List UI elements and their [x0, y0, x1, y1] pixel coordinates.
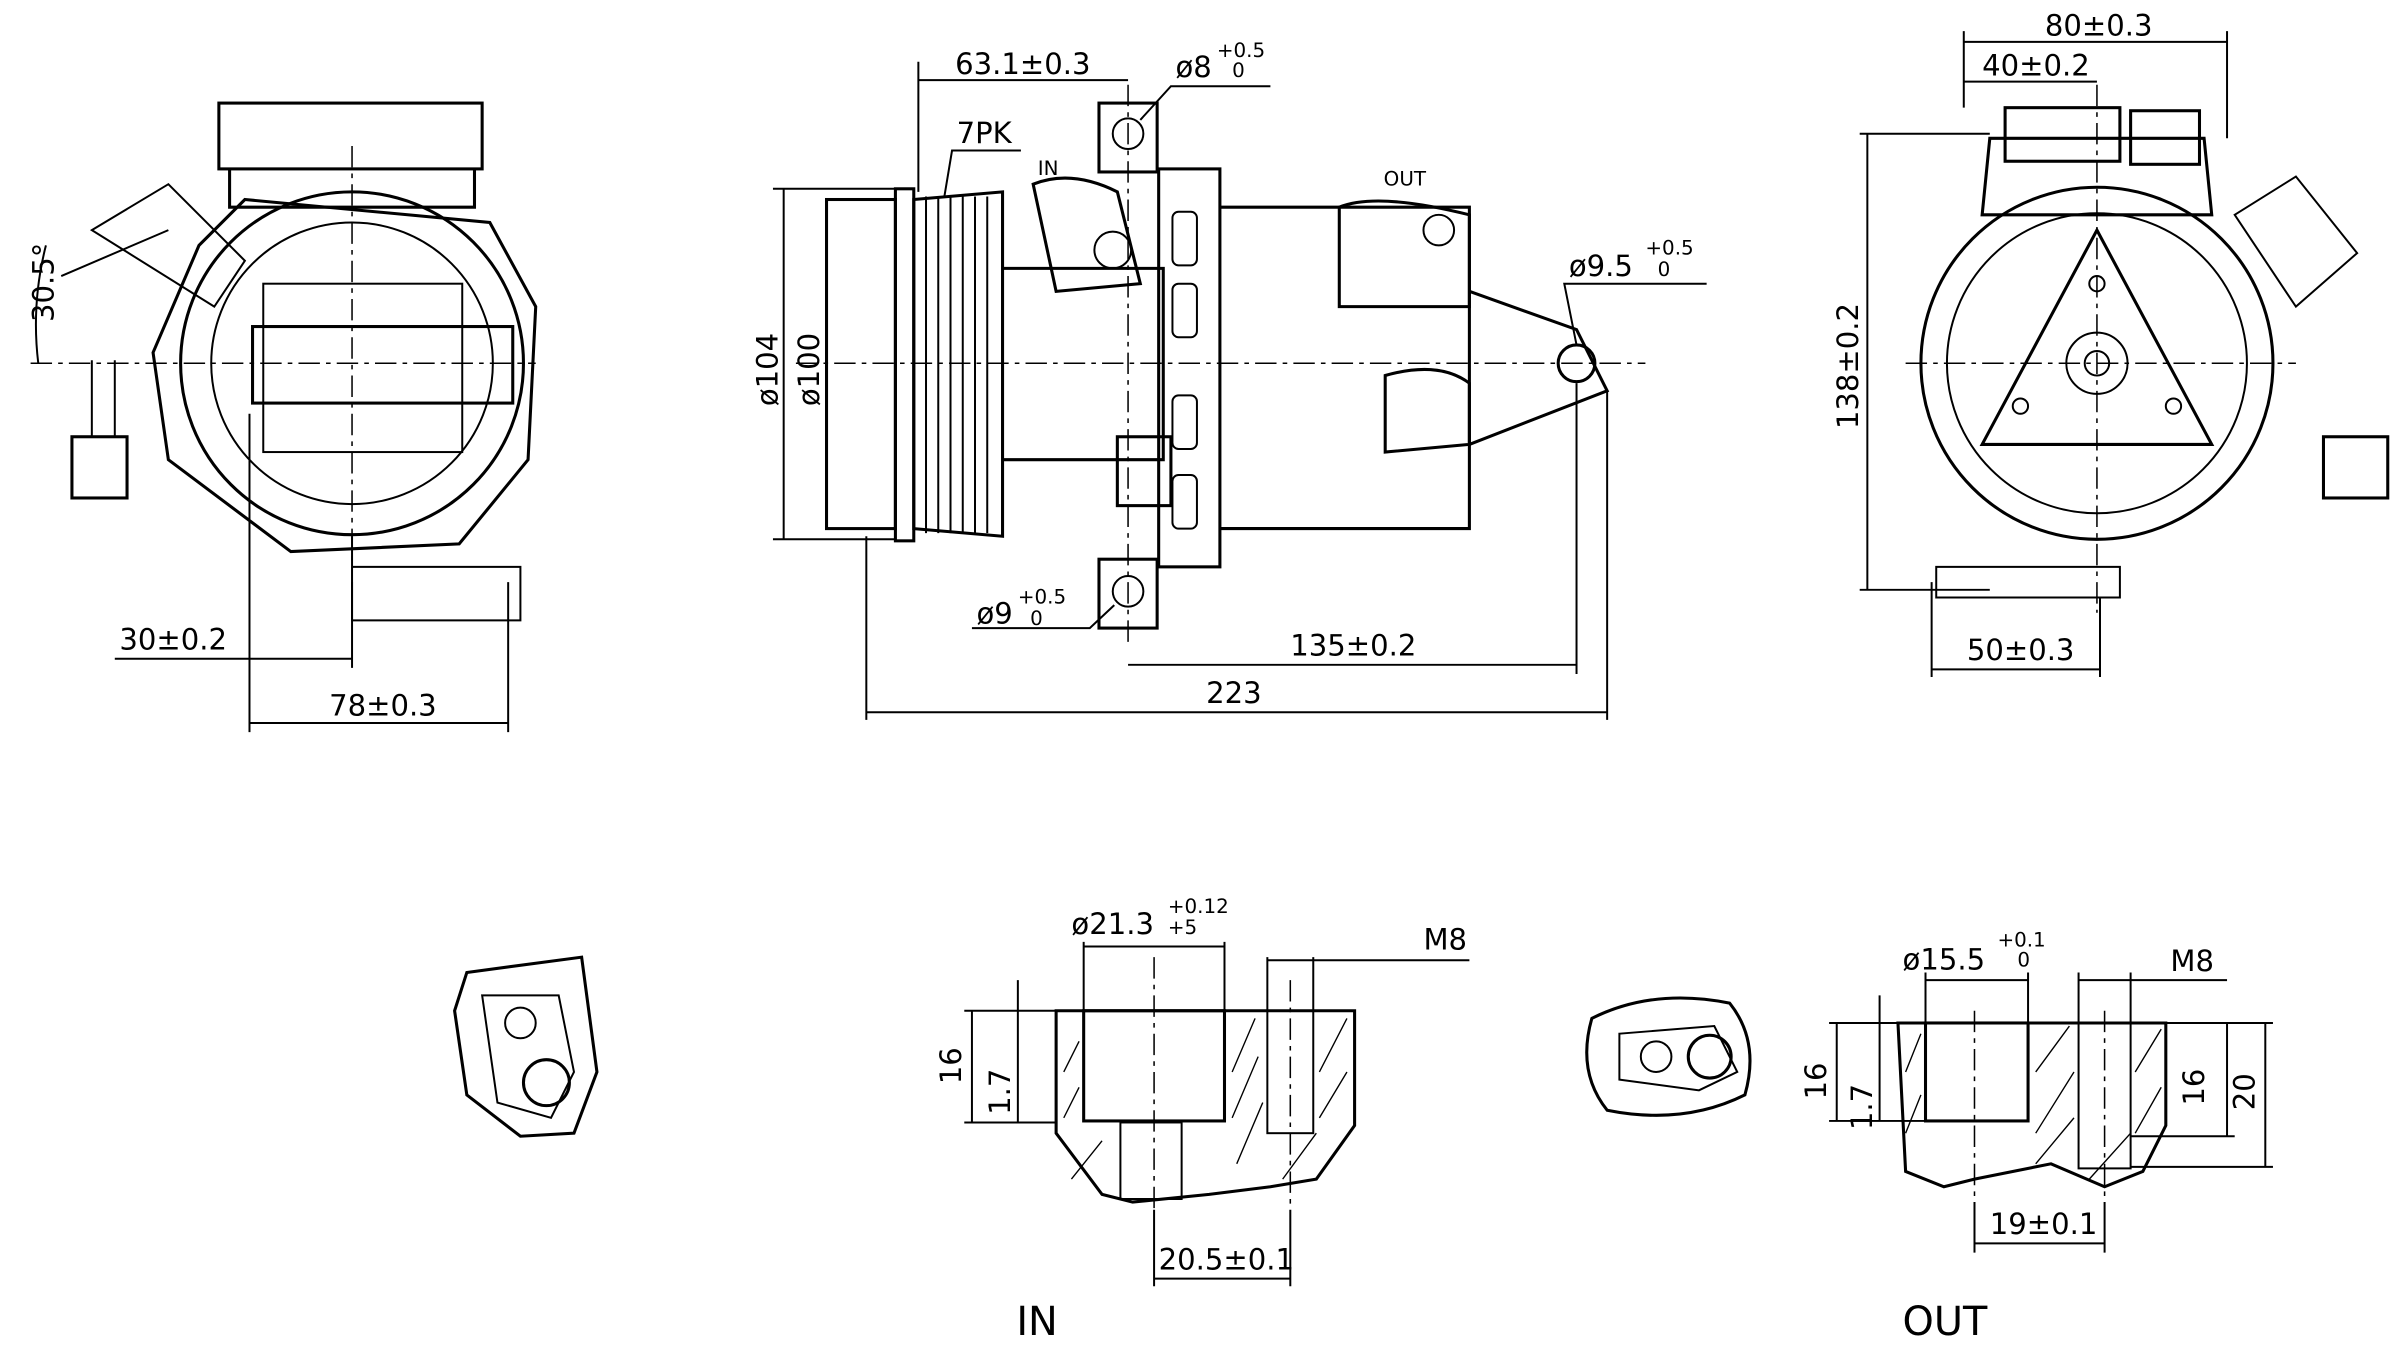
hole-bottom-tol-lower: 0: [1030, 607, 1043, 630]
hole-bottom-tol-upper: +0.5: [1018, 586, 1066, 609]
hole-right-tol-lower: 0: [1658, 258, 1671, 281]
out-title: OUT: [1903, 1299, 1988, 1345]
in-bore-tol-lower: +5: [1168, 916, 1197, 939]
in-title: IN: [1016, 1299, 1058, 1345]
dim-50: 50±0.3: [1967, 633, 2075, 667]
out-bore-tol-upper: +0.1: [1997, 928, 2045, 951]
out-bore-dia: ø15.5: [1903, 942, 1986, 976]
out-bore-tol-lower: 0: [2017, 948, 2030, 971]
dim-138: 138±0.2: [1831, 303, 1865, 429]
in-chamfer: 1.7: [983, 1069, 1017, 1115]
angle-label: 30.5°: [27, 243, 61, 322]
in-bore-tol-upper: +0.12: [1168, 895, 1229, 918]
dim-135: 135±0.2: [1290, 629, 1416, 663]
hole-right-dia: ø9.5: [1569, 249, 1633, 283]
out-port-detail: ø15.5 +0.1 0 M8 16 1.7 16 20 19±0.1 OUT: [1585, 928, 2273, 1345]
hole-bottom-dia: ø9: [977, 596, 1013, 630]
out-thread-depth: 16: [2177, 1069, 2211, 1106]
hole-top-tol-lower: 0: [1232, 59, 1245, 82]
rear-view: 80±0.3 40±0.2 138±0.2 50±0.3: [1831, 9, 2390, 678]
dia-104: ø104: [751, 333, 785, 406]
dim-40: 40±0.2: [1982, 49, 2090, 83]
in-port-detail: ø21.3 +0.12 +5 M8 16 1.7 20.5±0.1 IN: [453, 895, 1470, 1345]
dim-30: 30±0.2: [119, 623, 227, 657]
in-label: IN: [1038, 157, 1059, 180]
dim-80: 80±0.3: [2045, 9, 2153, 43]
hole-top-tol-upper: +0.5: [1217, 39, 1265, 62]
in-bore-dia: ø21.3: [1071, 907, 1154, 941]
out-chamfer: 1.7: [1845, 1084, 1879, 1130]
out-boss: 20: [2228, 1073, 2262, 1110]
hole-top-dia: ø8: [1176, 50, 1212, 84]
front-view: 63.1±0.3 ø8 +0.5 0 7PK IN OUT ø9.5 +0.5 …: [751, 39, 1707, 720]
in-spacing: 20.5±0.1: [1159, 1242, 1294, 1276]
hole-right-tol-upper: +0.5: [1645, 237, 1693, 260]
dim-78: 78±0.3: [329, 688, 437, 722]
out-depth: 16: [1799, 1062, 1833, 1099]
out-thread: M8: [2170, 944, 2214, 978]
dim-63: 63.1±0.3: [955, 47, 1090, 81]
belt-label: 7PK: [957, 116, 1013, 150]
dia-100: ø100: [792, 333, 826, 406]
in-thread: M8: [1423, 923, 1467, 957]
left-side-view: 30.5° 30±0.2 78±0.3: [27, 101, 538, 733]
out-spacing: 19±0.1: [1990, 1207, 2098, 1241]
dim-223: 223: [1206, 676, 1262, 710]
in-depth: 16: [934, 1047, 968, 1084]
out-label: OUT: [1384, 168, 1427, 191]
